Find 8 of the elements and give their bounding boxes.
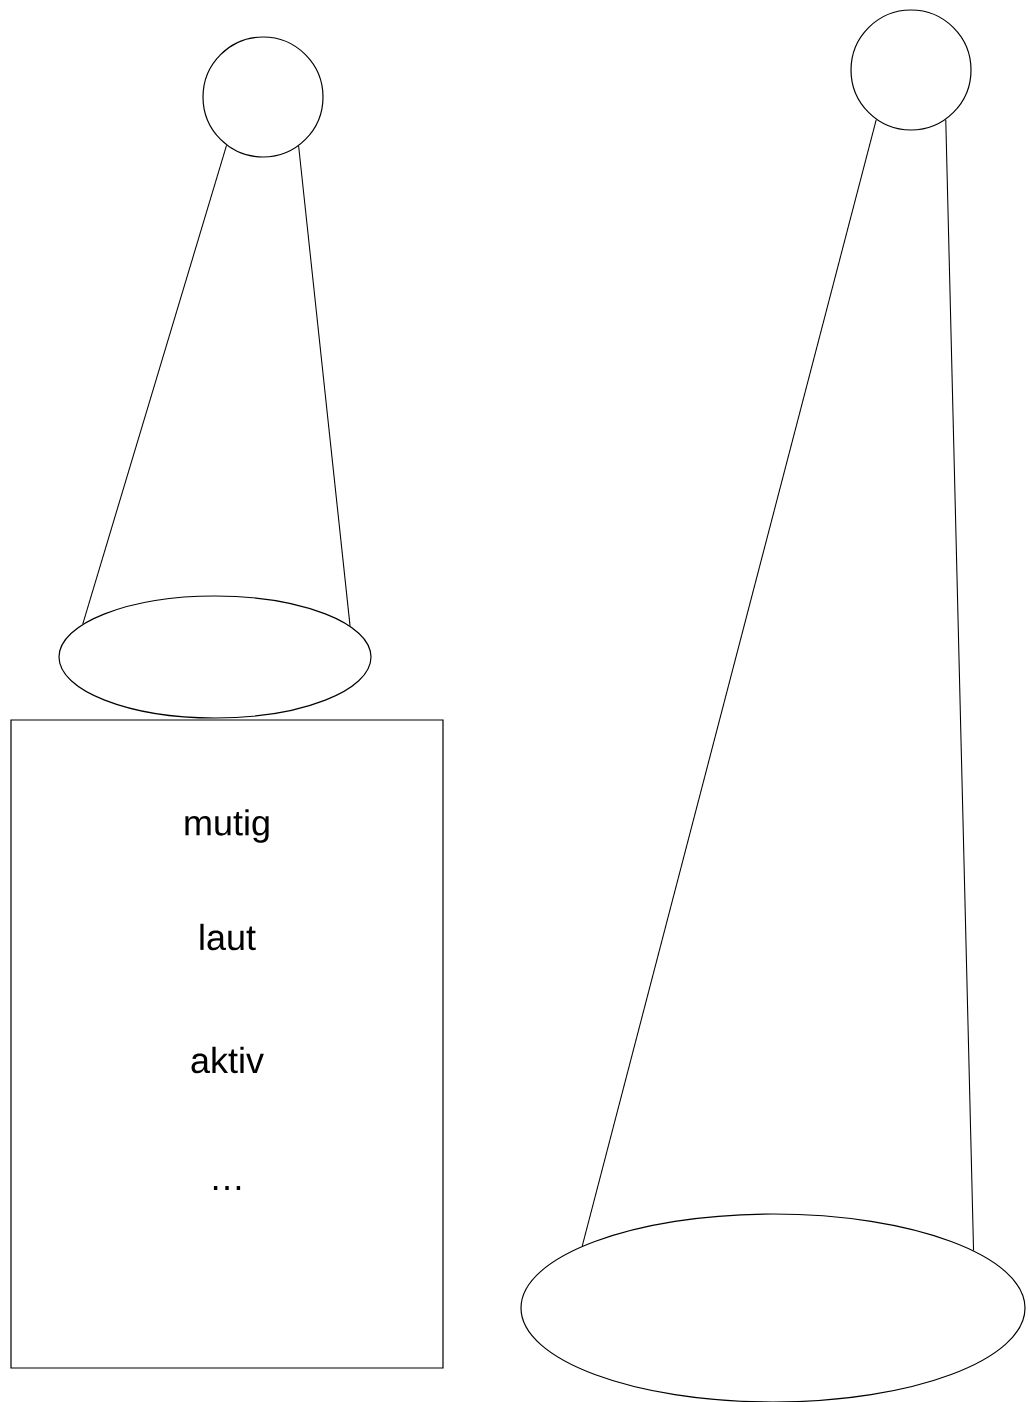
line [298,145,351,627]
line [581,119,877,1247]
line [82,144,228,625]
head-circle [202,36,324,158]
base-ellipse [58,595,372,719]
word-box: mutig laut aktiv … [10,719,444,1369]
line [945,119,975,1252]
head-circle [850,9,972,131]
